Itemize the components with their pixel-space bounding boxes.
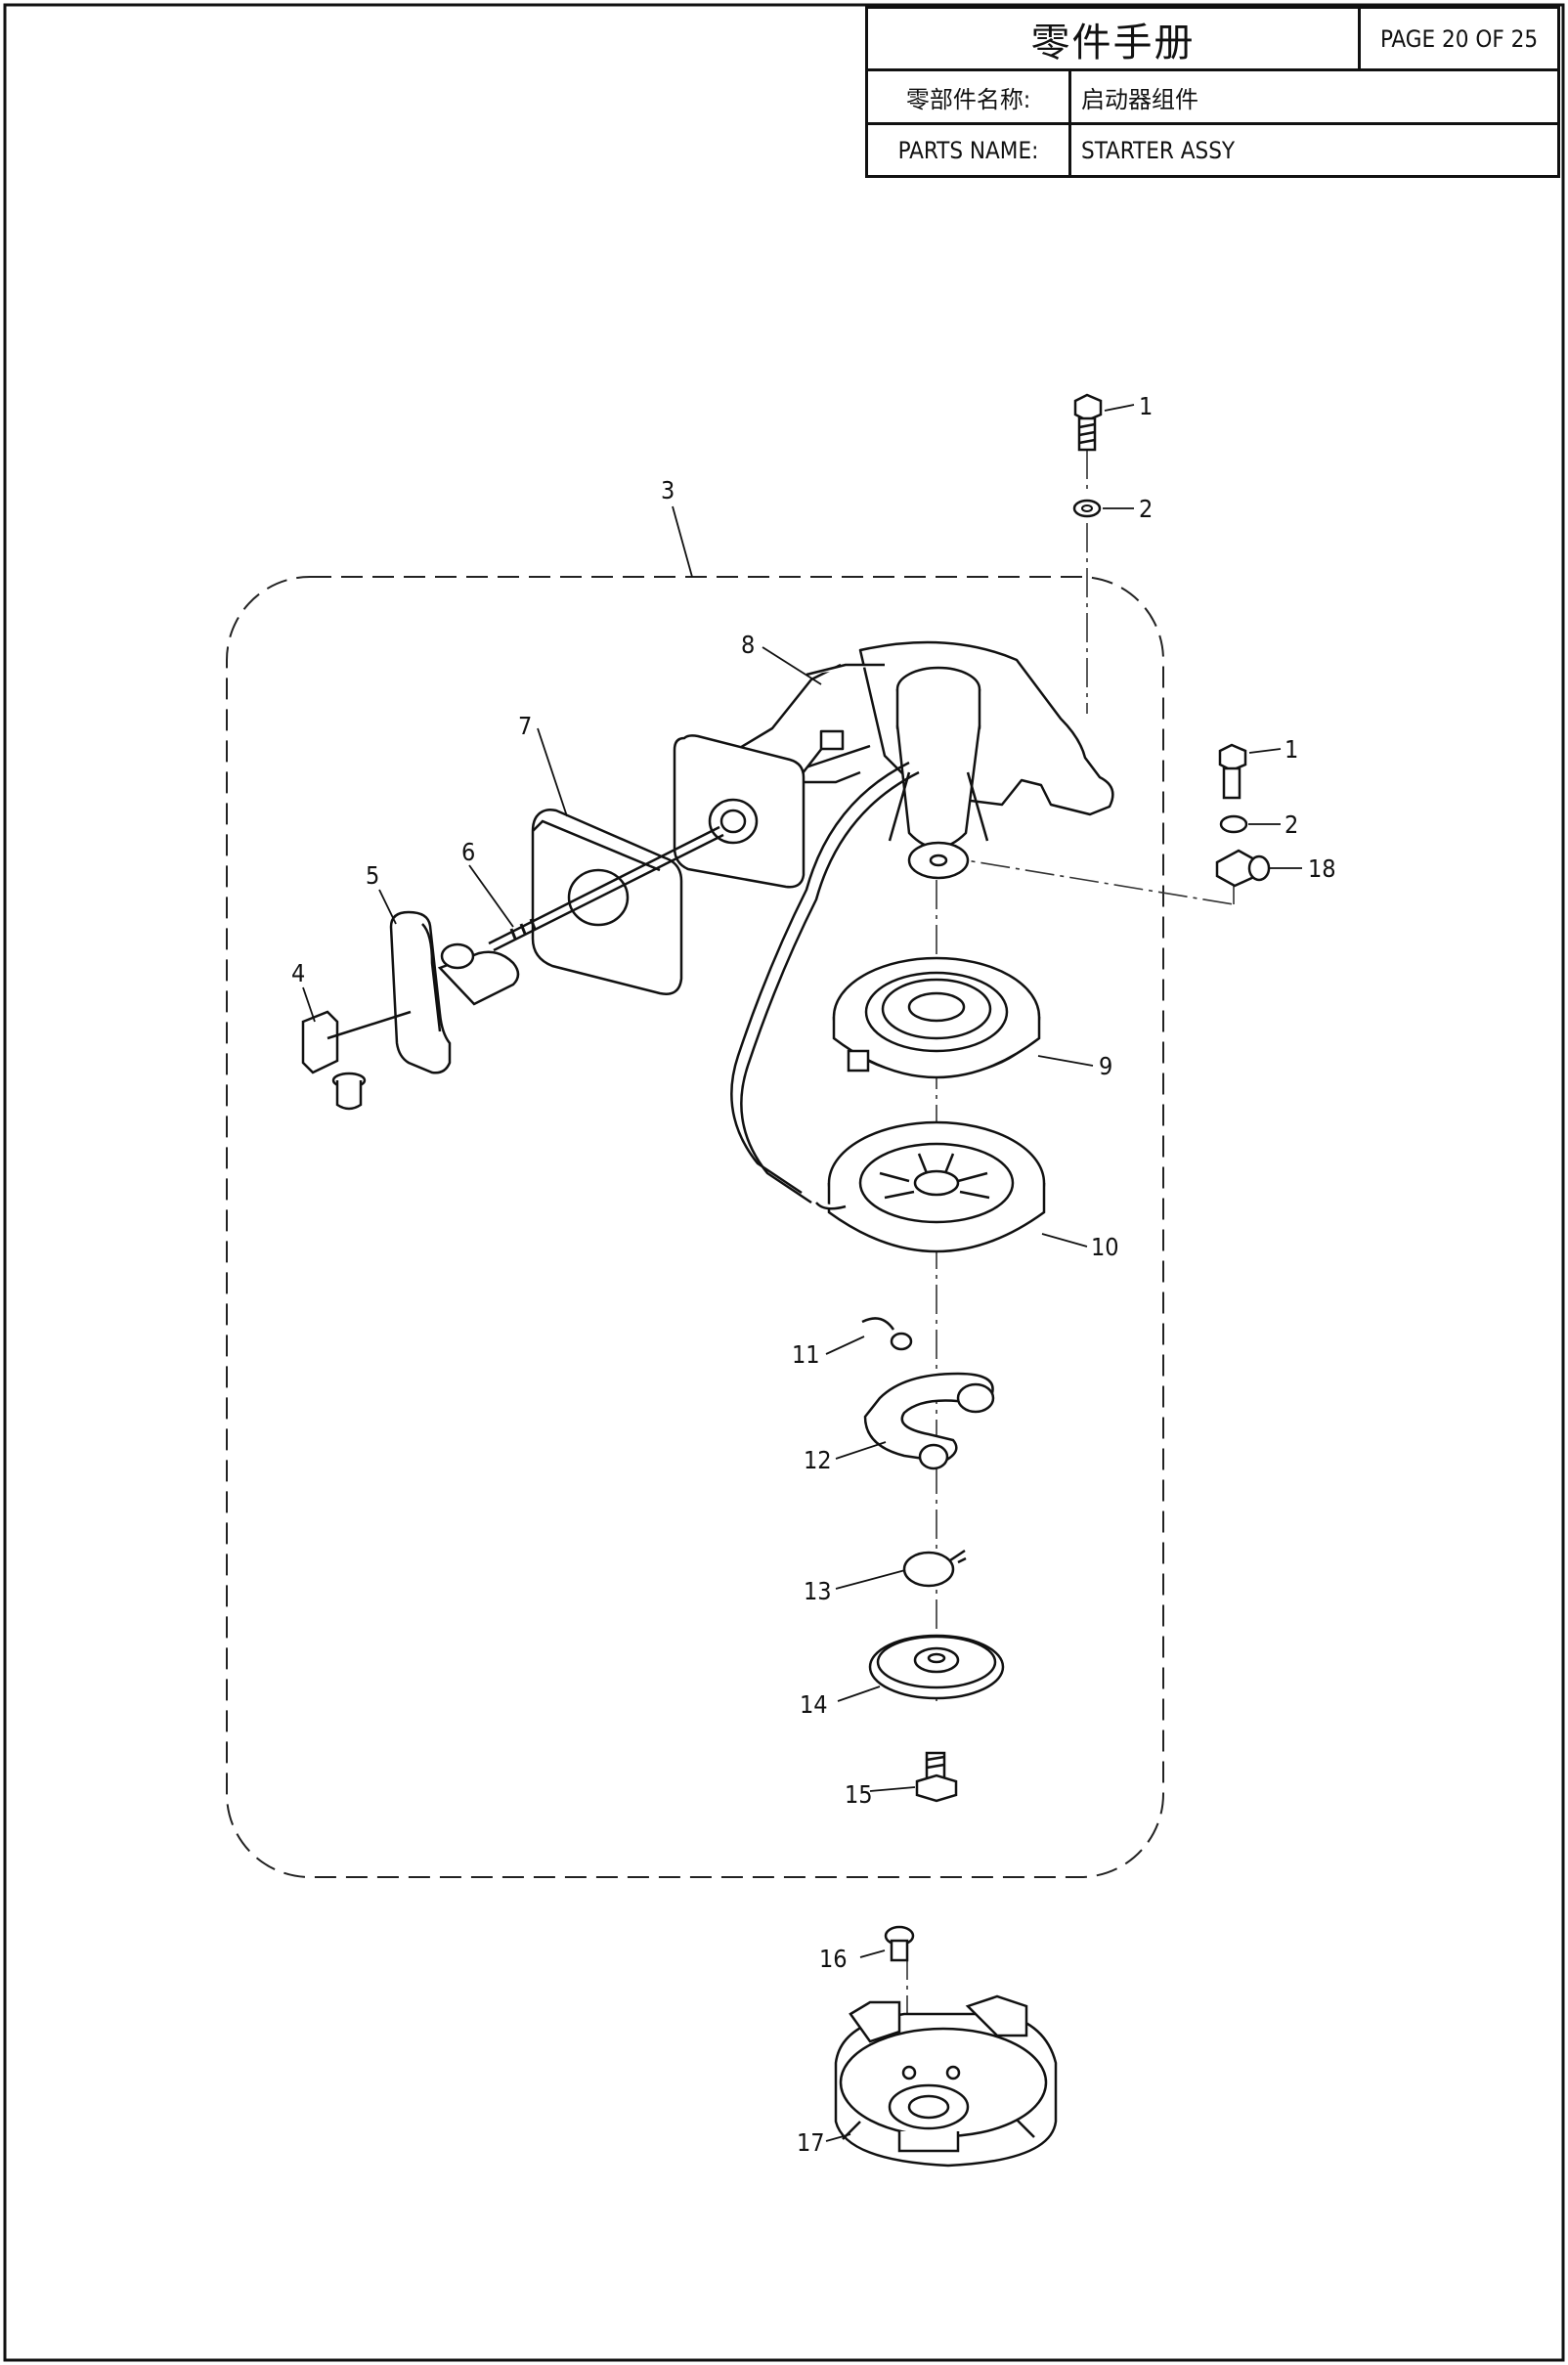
callout-5: 5 <box>366 861 379 890</box>
rope-retainer <box>301 1010 412 1111</box>
callout-7: 7 <box>518 712 532 740</box>
rope-guide-block <box>531 808 683 995</box>
drawing-frame <box>3 3 1565 2362</box>
callout-1b: 1 <box>1285 735 1298 764</box>
callout-9: 9 <box>1099 1052 1112 1080</box>
part-name-value-cn: 启动器组件 <box>1081 85 1198 113</box>
center-screw <box>915 1751 958 1803</box>
callout-13: 13 <box>804 1577 832 1605</box>
callout-2b: 2 <box>1285 810 1298 839</box>
starter-rope <box>488 761 920 1204</box>
ratchet-part <box>863 1372 995 1470</box>
rope-pulley <box>815 1120 1046 1253</box>
part-name-label-en: PARTS NAME: <box>868 125 1071 175</box>
leader-lines <box>302 404 1302 2142</box>
callout-12: 12 <box>804 1446 832 1474</box>
friction-plate <box>902 1549 967 1588</box>
recoil-spring <box>832 956 1041 1079</box>
callout-2: 2 <box>1139 495 1153 523</box>
rope-guide-plate <box>673 734 806 889</box>
manual-title: 零件手册 <box>868 9 1361 68</box>
bolt-part <box>1073 393 1103 452</box>
callout-1: 1 <box>1139 392 1153 420</box>
callout-11: 11 <box>792 1340 820 1369</box>
washer-part-2 <box>1219 814 1248 834</box>
callout-18: 18 <box>1308 854 1336 883</box>
cup-screw <box>884 1925 915 1962</box>
rope-marks <box>509 918 537 940</box>
page-number: PAGE 20 OF 25 <box>1379 24 1539 53</box>
callout-17: 17 <box>797 2128 825 2157</box>
part-name-value-en: STARTER ASSY <box>1081 136 1236 164</box>
callout-14: 14 <box>800 1690 828 1719</box>
part-name-label-cn: 零部件名称: <box>868 71 1071 122</box>
starter-cup <box>834 1994 1058 2168</box>
subassembly-boundary <box>226 576 1164 1878</box>
bolt-part-2 <box>1218 743 1247 800</box>
title-block: 零件手册 PAGE 20 OF 25 零部件名称: 启动器组件 PARTS NA… <box>865 6 1560 178</box>
washer-part <box>1072 499 1102 518</box>
callout-10: 10 <box>1091 1233 1119 1261</box>
callout-4: 4 <box>291 959 305 987</box>
return-plate <box>868 1634 1005 1700</box>
starter-handle <box>389 910 520 1074</box>
cable-clip <box>1215 849 1271 888</box>
callout-8: 8 <box>741 631 755 659</box>
callout-6: 6 <box>461 838 475 866</box>
washer-hole <box>1081 504 1093 512</box>
callout-labels: 1 2 3 8 7 1 2 18 6 5 4 9 10 11 12 13 14 … <box>291 392 1336 2157</box>
callout-15: 15 <box>845 1780 873 1809</box>
spring-clip <box>861 1317 913 1351</box>
callout-16: 16 <box>819 1945 848 1973</box>
callout-3: 3 <box>661 476 675 504</box>
